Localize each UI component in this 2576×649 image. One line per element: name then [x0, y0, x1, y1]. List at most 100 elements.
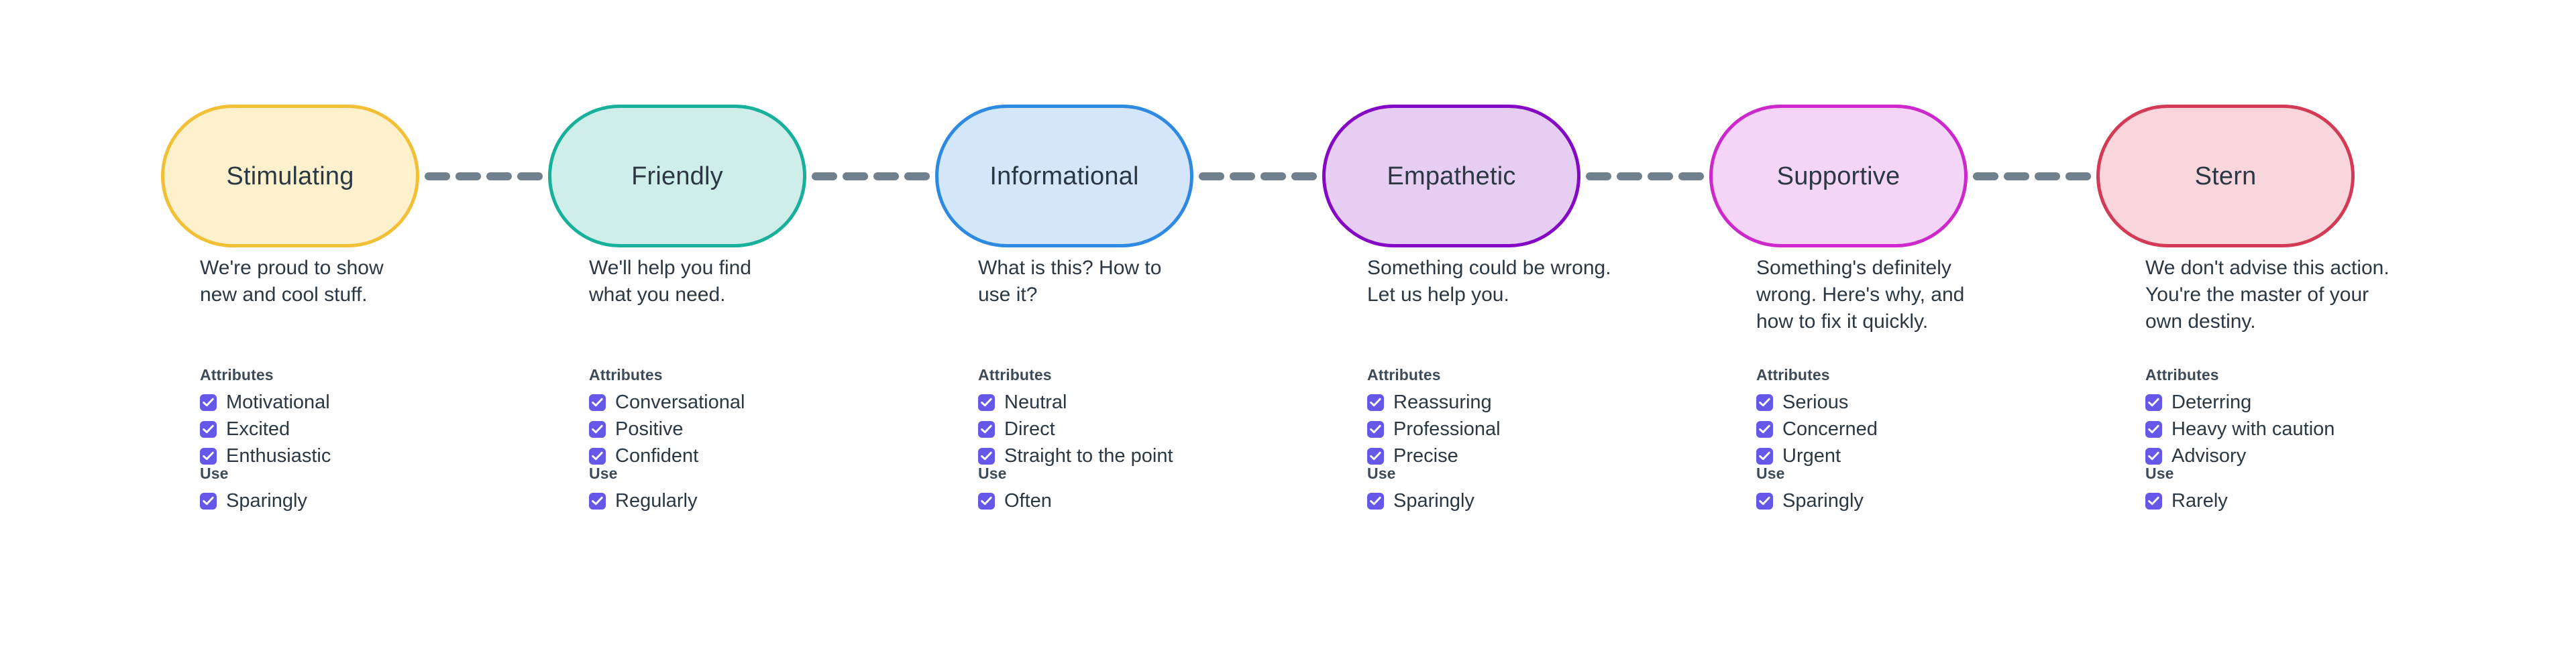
tone-pill-label: Supportive	[1776, 162, 1900, 190]
checkbox-label: Sparingly	[1393, 489, 1474, 512]
checkmark-icon[interactable]	[1756, 447, 1773, 465]
use-heading: Use	[978, 465, 1007, 482]
checkbox-label: Heavy with caution	[2171, 418, 2335, 440]
dash-segment	[843, 172, 868, 180]
checkmark-icon[interactable]	[2145, 420, 2162, 438]
checkbox-row[interactable]: Reassuring	[1367, 389, 1501, 416]
dash-segment	[455, 172, 481, 180]
tone-detail-columns: We're proud to show new and cool stuff. A…	[0, 255, 2576, 603]
dashed-line-icon	[1586, 172, 1704, 180]
use-heading: Use	[589, 465, 618, 482]
checkbox-row[interactable]: Sparingly	[1367, 487, 1474, 514]
dash-segment	[1199, 172, 1224, 180]
checkmark-icon[interactable]	[2145, 492, 2162, 510]
checkbox-row[interactable]: Often	[978, 487, 1052, 514]
checkbox-label: Precise	[1393, 445, 1458, 467]
tone-pill-supportive[interactable]: Supportive	[1709, 105, 1968, 247]
tone-description: We're proud to show new and cool stuff.	[200, 257, 384, 306]
checkbox-row[interactable]: Regularly	[589, 487, 698, 514]
checkbox-label: Reassuring	[1393, 391, 1492, 413]
checkmark-icon[interactable]	[589, 394, 606, 411]
tone-pill-empathetic[interactable]: Empathetic	[1322, 105, 1580, 247]
checkbox-label: Sparingly	[1782, 489, 1864, 512]
checkbox-row[interactable]: Sparingly	[1756, 487, 1864, 514]
checkmark-icon[interactable]	[978, 447, 995, 465]
checkmark-icon[interactable]	[200, 420, 217, 438]
checkbox-label: Enthusiastic	[226, 445, 331, 467]
dash-segment	[1648, 172, 1673, 180]
tone-pill-stimulating[interactable]: Stimulating	[161, 105, 419, 247]
checkbox-row[interactable]: Heavy with caution	[2145, 416, 2334, 442]
checkmark-icon[interactable]	[1367, 394, 1384, 411]
dash-segment	[904, 172, 930, 180]
dash-segment	[1973, 172, 1998, 180]
checkbox-row[interactable]: Rarely	[2145, 487, 2228, 514]
checkbox-label: Positive	[615, 418, 684, 440]
dashed-line-icon	[1199, 172, 1317, 180]
checkmark-icon[interactable]	[1756, 420, 1773, 438]
tone-pill-stern[interactable]: Stern	[2096, 105, 2355, 247]
checkbox-row[interactable]: Deterring	[2145, 389, 2334, 416]
tone-pill-label: Informational	[989, 162, 1139, 190]
checkmark-icon[interactable]	[978, 420, 995, 438]
tone-pill-informational[interactable]: Informational	[935, 105, 1193, 247]
checkmark-icon[interactable]	[589, 447, 606, 465]
tone-pill-label: Friendly	[631, 162, 723, 190]
checkmark-icon[interactable]	[2145, 394, 2162, 411]
checkmark-icon[interactable]	[1756, 394, 1773, 411]
tone-column-stimulating: We're proud to show new and cool stuff. A…	[134, 255, 510, 510]
checkmark-icon[interactable]	[200, 492, 217, 510]
checkbox-row[interactable]: Straight to the point	[978, 442, 1173, 469]
checkbox-row[interactable]: Direct	[978, 416, 1173, 442]
dash-segment	[2035, 172, 2060, 180]
checkbox-row[interactable]: Excited	[200, 416, 331, 442]
checkmark-icon[interactable]	[978, 492, 995, 510]
checkbox-label: Regularly	[615, 489, 698, 512]
checkmark-icon[interactable]	[1367, 492, 1384, 510]
use-heading: Use	[2145, 465, 2174, 482]
attributes-heading: Attributes	[978, 366, 1052, 384]
dash-segment	[425, 172, 450, 180]
checkbox-row[interactable]: Enthusiastic	[200, 442, 331, 469]
checkbox-row[interactable]: Conversational	[589, 389, 745, 416]
checkbox-row[interactable]: Motivational	[200, 389, 331, 416]
checkmark-icon[interactable]	[589, 492, 606, 510]
dash-segment	[486, 172, 512, 180]
checkmark-icon[interactable]	[2145, 447, 2162, 465]
checkbox-label: Conversational	[615, 391, 745, 413]
checkbox-row[interactable]: Professional	[1367, 416, 1501, 442]
dash-segment	[1291, 172, 1317, 180]
checkbox-row[interactable]: Urgent	[1756, 442, 1878, 469]
tone-column-supportive: Something's definitely wrong. Here's why…	[1690, 255, 2066, 510]
checkbox-row[interactable]: Confident	[589, 442, 745, 469]
attributes-heading: Attributes	[1756, 366, 1830, 384]
dash-segment	[873, 172, 899, 180]
checkmark-icon[interactable]	[1367, 447, 1384, 465]
tone-pill-label: Stern	[2194, 162, 2257, 190]
attributes-heading: Attributes	[1367, 366, 1441, 384]
checkmark-icon[interactable]	[200, 447, 217, 465]
checkmark-icon[interactable]	[978, 394, 995, 411]
checkmark-icon[interactable]	[200, 394, 217, 411]
checkbox-row[interactable]: Concerned	[1756, 416, 1878, 442]
checkbox-row[interactable]: Precise	[1367, 442, 1501, 469]
checkmark-icon[interactable]	[589, 420, 606, 438]
checkmark-icon[interactable]	[1367, 420, 1384, 438]
checkbox-row[interactable]: Positive	[589, 416, 745, 442]
use-heading: Use	[200, 465, 229, 482]
checkmark-icon[interactable]	[1756, 492, 1773, 510]
checkbox-row[interactable]: Sparingly	[200, 487, 307, 514]
checkbox-row[interactable]: Neutral	[978, 389, 1173, 416]
checkbox-row[interactable]: Serious	[1756, 389, 1878, 416]
tone-pill-friendly[interactable]: Friendly	[548, 105, 806, 247]
checkbox-row[interactable]: Advisory	[2145, 442, 2334, 469]
checkbox-label: Direct	[1004, 418, 1055, 440]
checkbox-label: Straight to the point	[1004, 445, 1173, 467]
